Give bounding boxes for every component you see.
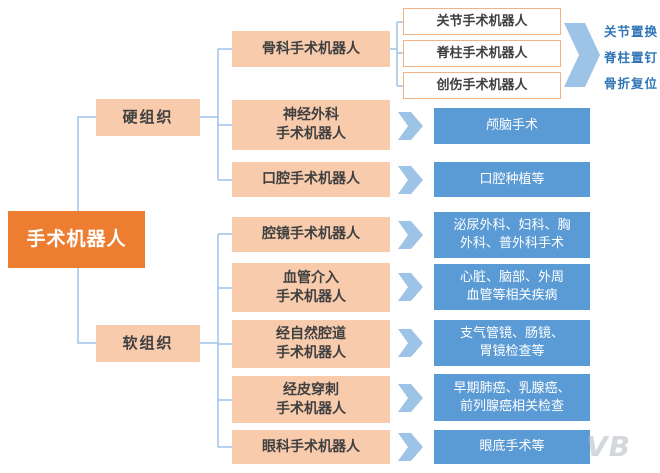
chevron-right-icon-large — [564, 23, 600, 87]
watermark-logo: VB — [586, 430, 632, 463]
outcome-cranial-surgery: 颅脑手术 — [434, 108, 590, 144]
node-vascular-robot: 血管介入 手术机器人 — [232, 263, 390, 312]
outcome-spine-screw: 脊柱置钉 — [604, 50, 659, 65]
branch-soft-tissue: 软组织 — [96, 325, 200, 362]
connector-lines — [77, 21, 403, 448]
node-oral-robot: 口腔手术机器人 — [232, 162, 390, 197]
chevron-right-icon — [398, 329, 423, 357]
outcome-laparoscopic-surgery: 泌尿外科、妇科、胸 外科、普外科手术 — [434, 212, 590, 258]
outcome-cancer-screening: 早期肺癌、乳腺癌、 前列腺癌相关检查 — [434, 374, 590, 421]
node-laparoscopic-robot: 腔镜手术机器人 — [232, 217, 390, 252]
node-ophthalmic-robot: 眼科手术机器人 — [232, 430, 390, 464]
chevron-right-icon — [398, 112, 423, 140]
chevron-right-icon — [398, 384, 423, 412]
node-neurosurgery-robot: 神经外科 手术机器人 — [232, 100, 390, 150]
branch-hard-tissue: 硬组织 — [96, 99, 200, 136]
outcome-fracture-reduction: 骨折复位 — [604, 76, 659, 91]
outcome-joint-replacement: 关节置换 — [604, 24, 659, 39]
chevron-right-icon — [398, 433, 423, 461]
chevron-right-icon — [398, 273, 423, 301]
node-percutaneous-robot: 经皮穿刺 手术机器人 — [232, 376, 390, 423]
leaf-joint-robot: 关节手术机器人 — [403, 8, 561, 35]
node-orthopedic-robot: 骨科手术机器人 — [232, 31, 390, 67]
leaf-trauma-robot: 创伤手术机器人 — [403, 72, 561, 99]
outcome-dental-implant: 口腔种植等 — [434, 162, 590, 197]
chevron-right-icon — [398, 221, 423, 249]
node-natural-orifice-robot: 经自然腔道 手术机器人 — [232, 320, 390, 368]
outcome-endoscopy-exam: 支气管镜、肠镜、 胃镜检查等 — [434, 320, 590, 366]
root-node-surgical-robot: 手术机器人 — [8, 211, 145, 268]
outcome-vascular-disease: 心脏、脑部、外周 血管等相关疾病 — [434, 264, 590, 310]
outcome-fundus-surgery: 眼底手术等 — [434, 430, 590, 464]
leaf-spine-robot: 脊柱手术机器人 — [403, 40, 561, 67]
chevron-right-icon — [398, 166, 423, 194]
